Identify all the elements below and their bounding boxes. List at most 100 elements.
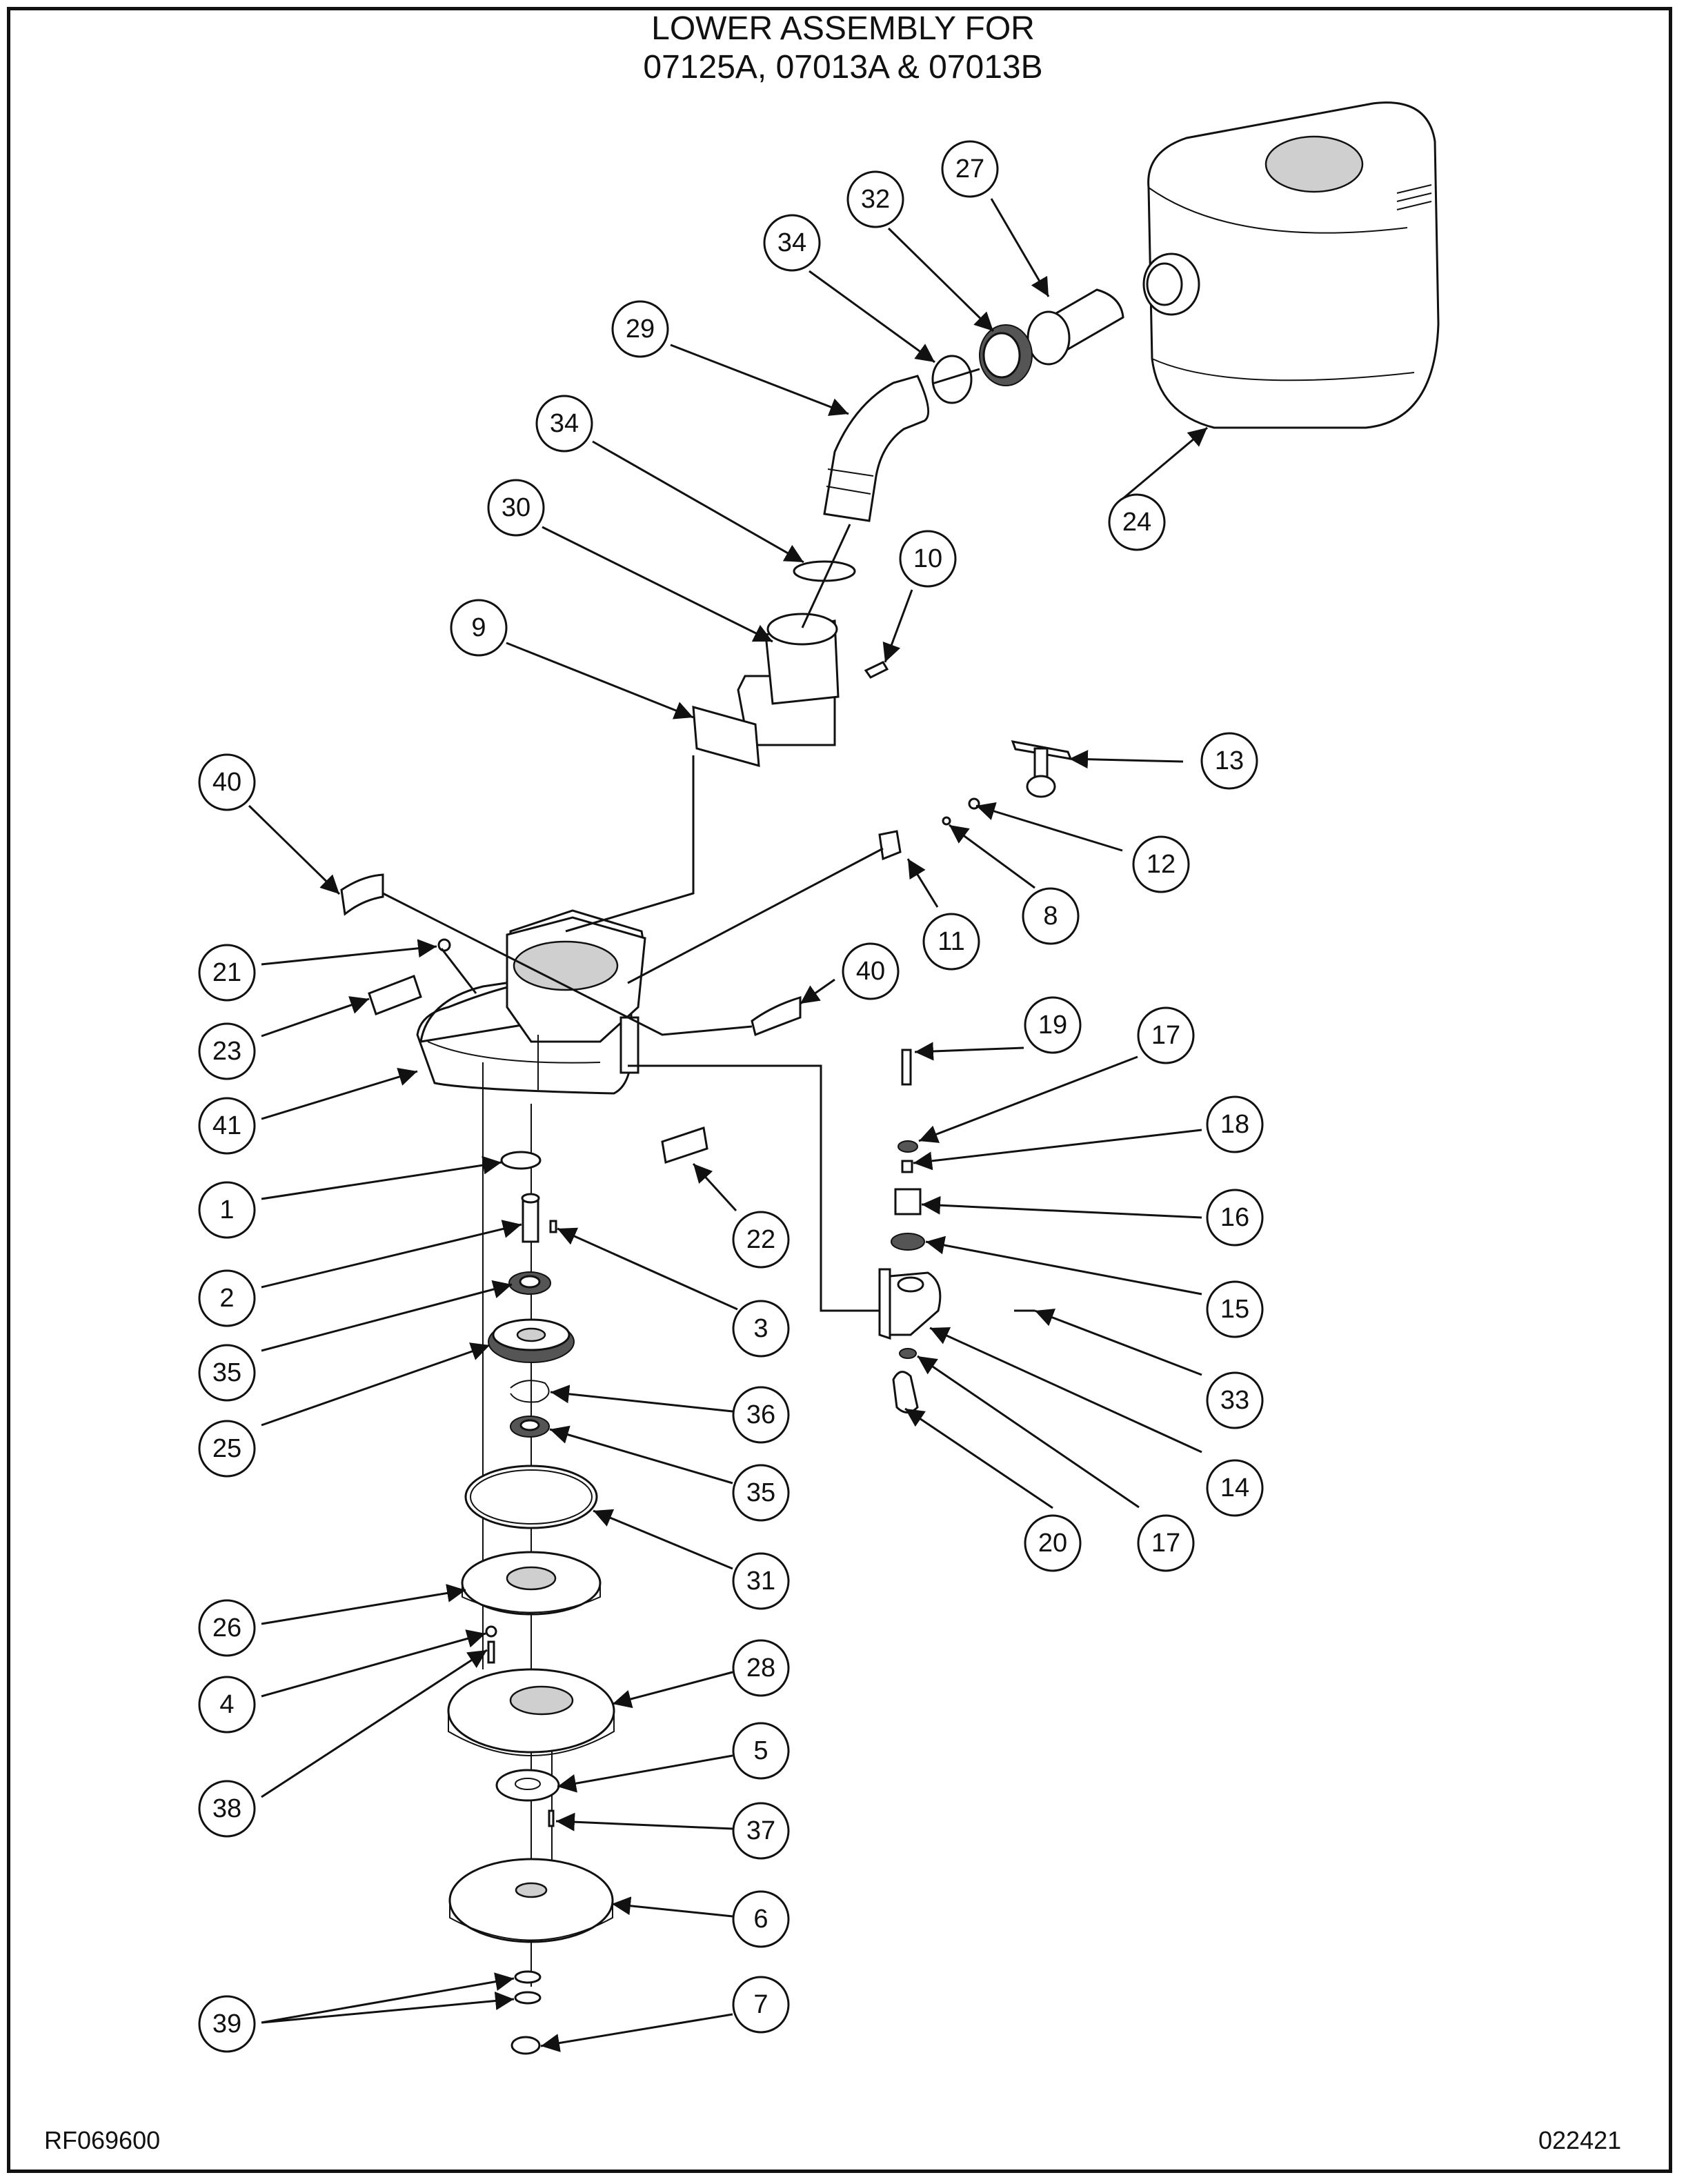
assembly-line-gasket — [565, 755, 695, 933]
svg-text:6: 6 — [753, 1905, 768, 1934]
assembly-line-elbow — [801, 524, 851, 628]
callout-21: 21 — [198, 944, 256, 1002]
leader-19 — [914, 1042, 1024, 1061]
svg-text:32: 32 — [861, 185, 890, 214]
leader-35a — [261, 1280, 513, 1352]
caster-20-part — [892, 1371, 919, 1413]
callout-40: 40 — [842, 942, 900, 1000]
callout-6: 6 — [732, 1890, 790, 1948]
washer-17-upper-part — [897, 1140, 918, 1153]
callout-13: 13 — [1200, 732, 1258, 790]
leader-27 — [990, 198, 1050, 297]
callout-31: 31 — [732, 1552, 790, 1610]
callout-38: 38 — [198, 1780, 256, 1838]
leader-21 — [261, 939, 437, 966]
leader-34a — [809, 270, 935, 364]
drawing-border — [7, 7, 1672, 2173]
bushing-18-part — [901, 1160, 913, 1173]
svg-text:38: 38 — [212, 1794, 241, 1823]
callout-5: 5 — [732, 1722, 790, 1780]
pipe-nipple-part — [1027, 288, 1124, 366]
pin-part — [548, 1809, 555, 1827]
callout-8: 8 — [1022, 887, 1080, 945]
wear-ring-part — [495, 1769, 560, 1802]
small-screw-part — [437, 938, 451, 952]
volute-cover-part — [447, 1668, 615, 1756]
decal-22-part — [661, 1126, 708, 1164]
bolt-19-part — [901, 1049, 912, 1086]
svg-text:7: 7 — [753, 1990, 768, 2019]
washer-39-lower-part — [514, 1991, 542, 2005]
assembly-line-decal — [382, 892, 753, 1036]
snap-ring-part — [510, 1380, 550, 1403]
callout-17: 17 — [1137, 1514, 1195, 1572]
callout-16: 16 — [1206, 1189, 1264, 1247]
svg-text:8: 8 — [1043, 902, 1058, 931]
svg-text:2: 2 — [219, 1284, 234, 1313]
callout-2: 2 — [198, 1269, 256, 1327]
svg-text:5: 5 — [753, 1736, 768, 1765]
callout-27: 27 — [941, 140, 999, 198]
leader-16 — [921, 1195, 1202, 1219]
leader-29 — [670, 344, 849, 416]
svg-text:24: 24 — [1122, 508, 1151, 537]
svg-text:14: 14 — [1220, 1473, 1249, 1502]
leader-13 — [1069, 750, 1184, 769]
svg-text:31: 31 — [746, 1567, 775, 1596]
leader-17a — [918, 1055, 1138, 1143]
callout-25: 25 — [198, 1420, 256, 1478]
leader-8 — [949, 824, 1035, 889]
leader-7 — [540, 2013, 733, 2052]
leader-40b — [800, 978, 835, 1005]
leader-10 — [882, 589, 913, 663]
leader-33 — [1034, 1309, 1202, 1376]
svg-text:41: 41 — [212, 1111, 241, 1140]
shaft-top-part — [521, 1193, 540, 1204]
leader-5 — [557, 1754, 733, 1793]
wear-ring-bore — [515, 1778, 541, 1790]
leader-34b — [592, 440, 804, 564]
base-plate-part — [448, 1858, 614, 1943]
callout-22: 22 — [732, 1211, 790, 1269]
leader-2 — [261, 1220, 522, 1289]
leader-36 — [550, 1384, 733, 1413]
svg-text:13: 13 — [1215, 746, 1244, 775]
callout-29: 29 — [611, 300, 669, 358]
leader-9 — [506, 642, 694, 719]
svg-text:27: 27 — [955, 155, 984, 183]
leader-32 — [887, 227, 995, 332]
svg-text:3: 3 — [753, 1314, 768, 1343]
bolt-part — [864, 661, 889, 679]
callout-19: 19 — [1024, 996, 1082, 1054]
decal-upper-left-part — [340, 873, 384, 916]
svg-text:35: 35 — [212, 1358, 241, 1387]
washer-part — [485, 1625, 497, 1638]
svg-text:17: 17 — [1151, 1021, 1180, 1050]
svg-text:21: 21 — [212, 958, 241, 987]
callout-23: 23 — [198, 1022, 256, 1080]
svg-text:34: 34 — [550, 409, 579, 438]
impeller-gear-part — [488, 1318, 575, 1363]
coupling-ring-part — [979, 324, 1033, 386]
leader-4 — [261, 1629, 486, 1698]
callout-3: 3 — [732, 1300, 790, 1358]
large-o-ring-inner — [470, 1469, 593, 1525]
callout-11: 11 — [922, 913, 980, 971]
callout-10: 10 — [899, 530, 957, 588]
callout-34: 34 — [763, 214, 821, 272]
svg-text:33: 33 — [1220, 1386, 1249, 1415]
leader-28 — [612, 1671, 733, 1709]
callout-37: 37 — [732, 1802, 790, 1860]
seal-plate-part — [461, 1551, 602, 1616]
nut-part — [510, 2036, 541, 2055]
callout-32: 32 — [846, 170, 904, 228]
callout-18: 18 — [1206, 1095, 1264, 1153]
key-part — [549, 1220, 557, 1233]
leader-24 — [1120, 426, 1208, 502]
pump-housing-part — [416, 909, 646, 1095]
svg-text:12: 12 — [1147, 850, 1176, 879]
callout-4: 4 — [198, 1676, 256, 1734]
leader-12 — [975, 802, 1123, 852]
decal-23-part — [368, 975, 422, 1015]
large-o-ring-part — [464, 1465, 598, 1529]
